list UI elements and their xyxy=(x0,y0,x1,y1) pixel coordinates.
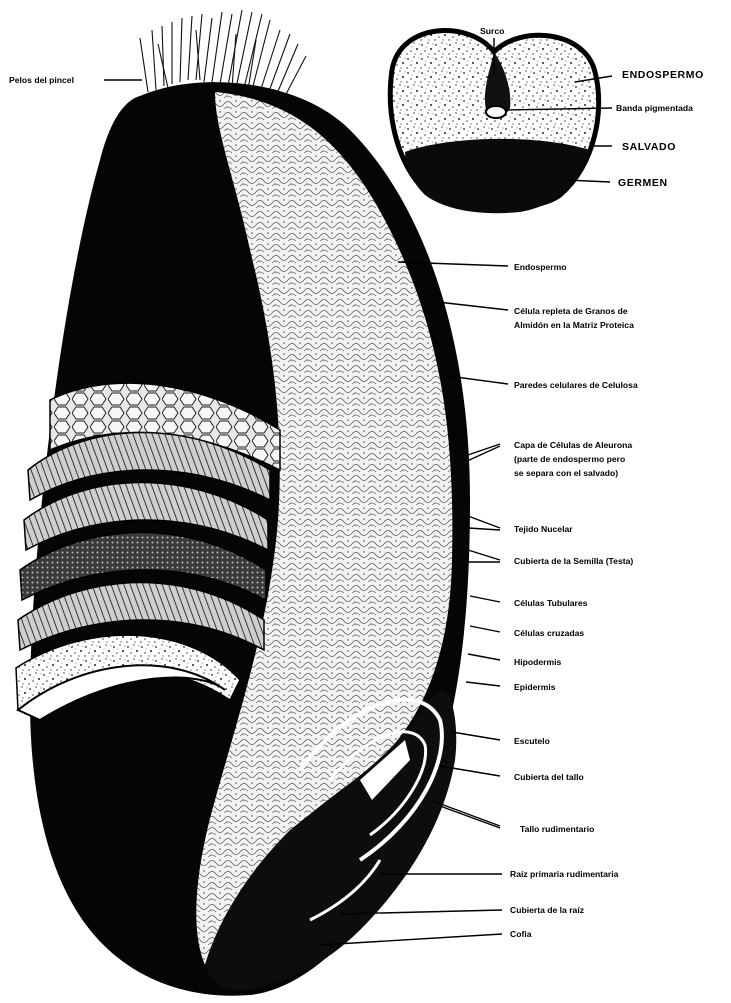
label-endospermo: Endospermo xyxy=(514,262,567,272)
label-cubierta-raiz: Cubierta de la raíz xyxy=(510,905,584,915)
label-salvado: SALVADO xyxy=(622,141,676,153)
label-aleurona-2: (parte de endospermo pero xyxy=(514,454,625,464)
label-epidermis: Epidermis xyxy=(514,682,556,692)
label-surco: Surco xyxy=(480,26,504,36)
label-celulas-tubulares: Células Tubulares xyxy=(514,598,588,608)
label-raiz-primaria: Raíz primaria rudimentaria xyxy=(510,869,619,879)
label-aleurona-1: Capa de Células de Aleurona xyxy=(514,440,632,450)
label-aleurona-3: se separa con el salvado) xyxy=(514,468,618,478)
label-endospermo-cross: ENDOSPERMO xyxy=(622,69,704,81)
label-celula-repleta-2: Almidón en la Matriz Proteica xyxy=(514,320,634,330)
label-hipodermis: Hipodermis xyxy=(514,657,561,667)
label-celula-repleta-1: Célula repleta de Granos de xyxy=(514,306,628,316)
label-cofia: Cofia xyxy=(510,929,532,939)
label-cubierta-tallo: Cubierta del tallo xyxy=(514,772,584,782)
label-celulas-cruzadas: Células cruzadas xyxy=(514,628,584,638)
label-banda-pigmentada: Banda pigmentada xyxy=(616,103,693,113)
label-tejido-nucelar: Tejido Nucelar xyxy=(514,524,573,534)
label-tallo-rudimentario: Tallo rudimentario xyxy=(520,824,594,834)
label-pelos-del-pincel: Pelos del pincel xyxy=(9,75,74,85)
germen-region xyxy=(405,139,590,213)
cross-section: Surco ENDOSPERMO Banda pigmentada SALVAD… xyxy=(390,26,704,213)
banda-pigmentada-mark xyxy=(486,106,506,118)
label-germen: GERMEN xyxy=(618,177,668,189)
label-escutelo: Escutelo xyxy=(514,736,550,746)
label-paredes-celulares: Paredes celulares de Celulosa xyxy=(514,380,638,390)
label-cubierta-semilla: Cubierta de la Semilla (Testa) xyxy=(514,556,633,566)
